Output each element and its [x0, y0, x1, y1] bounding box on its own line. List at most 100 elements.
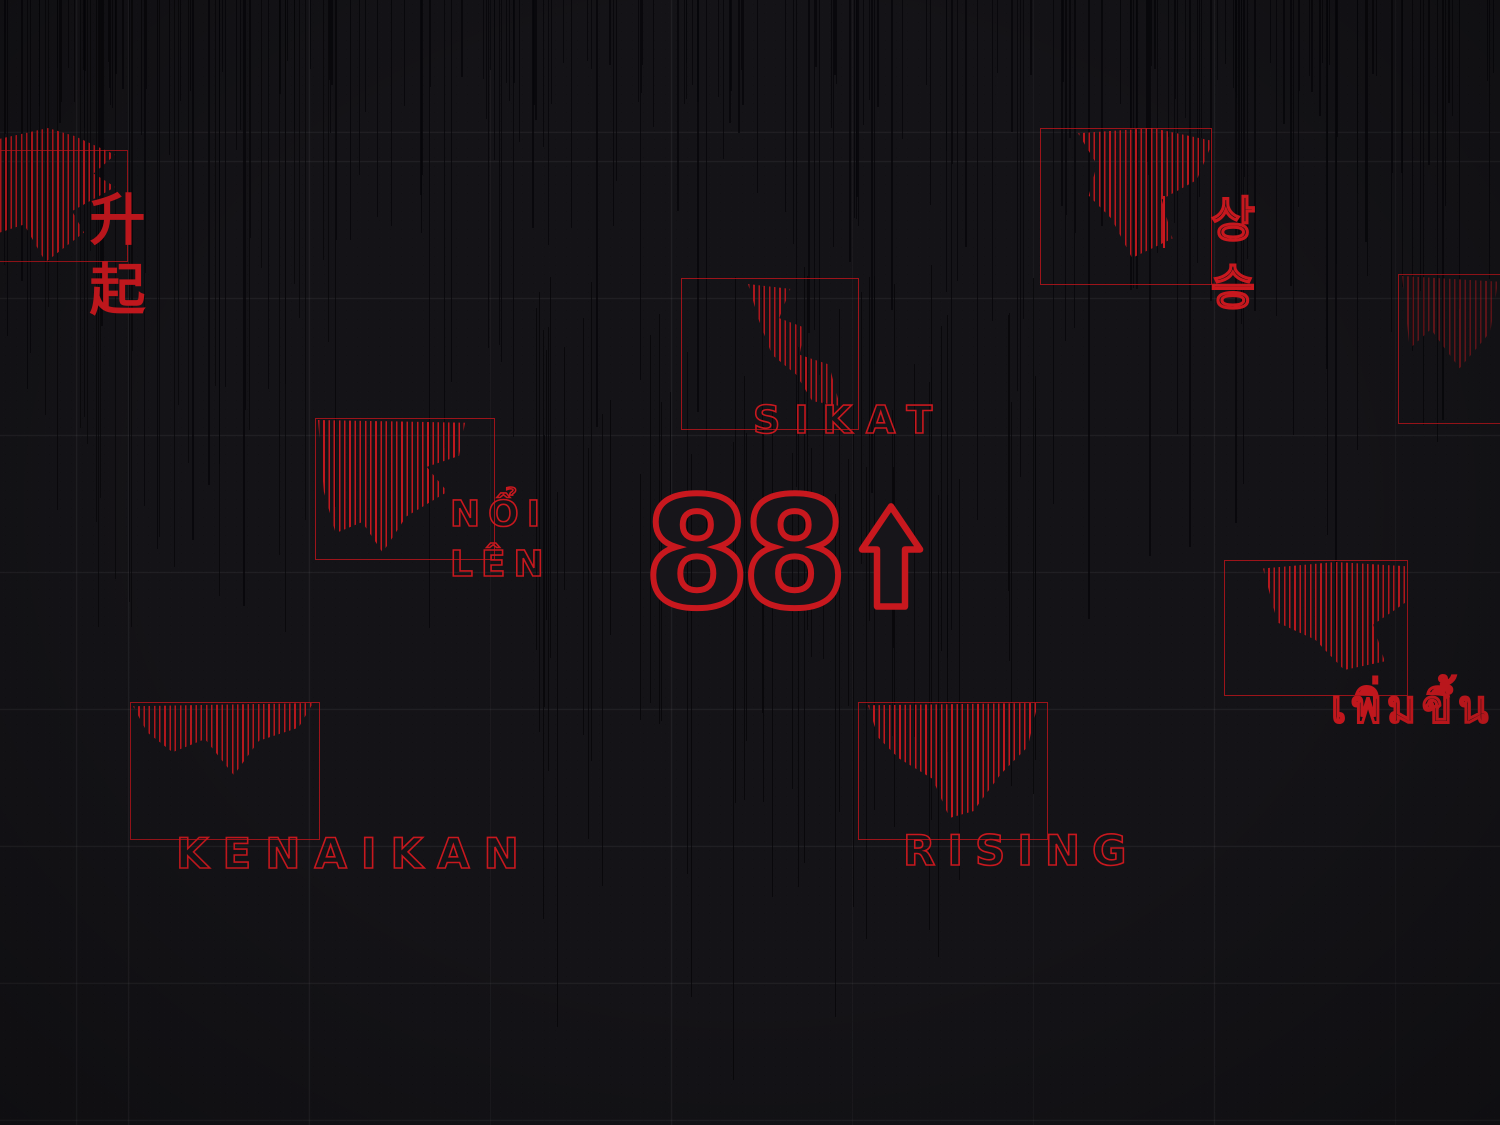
streak-line — [335, 0, 337, 240]
streak-line — [717, 0, 719, 97]
streak-line — [586, 0, 588, 61]
streak-line — [358, 0, 360, 175]
streak-line — [79, 0, 81, 428]
streak-line — [1297, 0, 1299, 207]
streak-line — [488, 0, 490, 348]
streak-line — [608, 0, 611, 65]
streak-line — [822, 402, 824, 659]
streak-line — [965, 0, 968, 247]
label-indonesian: KENAIKAN — [175, 828, 533, 879]
streak-line — [483, 0, 485, 79]
streak-line — [609, 400, 611, 635]
streak-line — [741, 0, 744, 105]
streak-line — [330, 0, 332, 133]
streak-line — [641, 0, 643, 93]
streak-line — [819, 0, 821, 375]
streak-line — [1173, 0, 1175, 223]
streak-line — [1376, 0, 1378, 76]
streak-line — [1441, 0, 1444, 420]
streak-line — [1149, 0, 1152, 556]
streak-line — [930, 0, 932, 205]
streak-line — [1292, 0, 1294, 435]
streak-line — [1233, 0, 1234, 88]
streak-line — [115, 0, 118, 74]
streak-line — [518, 0, 520, 142]
streak-line — [1017, 0, 1019, 391]
streak-line — [498, 0, 500, 345]
red-cell-box-bottomcenter — [858, 702, 1048, 840]
streak-line — [419, 0, 422, 195]
streak-line — [570, 0, 572, 228]
streak-line — [869, 277, 871, 621]
streak-line — [740, 0, 742, 70]
streak-line — [732, 442, 734, 1080]
streak-line — [830, 0, 832, 128]
streak-line — [1357, 0, 1358, 193]
streak-line — [145, 0, 147, 89]
streak-line — [376, 0, 378, 217]
streak-line — [4, 0, 6, 265]
streak-line — [114, 0, 116, 579]
streak-line — [1174, 0, 1176, 99]
streak-line — [1253, 0, 1256, 311]
streak-line — [684, 0, 685, 104]
label-thai: เพิ่มขึ้น — [1330, 681, 1495, 734]
streak-line — [513, 0, 516, 83]
streak-line — [1445, 0, 1447, 206]
streak-line — [331, 0, 334, 85]
streak-line — [509, 0, 511, 101]
streak-line — [298, 0, 300, 318]
streak-line — [1487, 0, 1489, 81]
streak-line — [834, 0, 836, 75]
streak-line — [128, 0, 130, 602]
streak-line — [612, 0, 614, 226]
streak-line — [811, 448, 813, 657]
streak-line — [601, 414, 603, 886]
streak-line — [1074, 0, 1076, 328]
streak-line — [535, 308, 537, 650]
label-chinese: 升起 — [80, 190, 145, 330]
brand-number: 88 — [641, 465, 850, 642]
streak-line — [945, 0, 947, 151]
streak-line — [122, 0, 125, 89]
streak-line — [428, 0, 430, 628]
streak-line — [103, 0, 105, 277]
streak-line — [1428, 0, 1431, 165]
streak-line — [190, 0, 192, 91]
streak-line — [1064, 0, 1066, 341]
streak-line — [792, 453, 794, 789]
streak-line — [1327, 0, 1329, 535]
streak-line — [130, 0, 132, 627]
streak-line — [174, 0, 176, 567]
red-cell-box-center — [681, 278, 859, 430]
streak-line — [1119, 0, 1121, 104]
streak-line — [1065, 0, 1067, 215]
streak-line — [723, 0, 725, 159]
streak-line — [267, 0, 269, 389]
streak-line — [640, 474, 642, 720]
streak-line — [814, 0, 816, 330]
streak-line — [873, 0, 875, 364]
streak-line — [56, 0, 58, 510]
streak-line — [556, 492, 558, 1027]
streak-line — [563, 0, 565, 63]
streak-line — [642, 0, 643, 65]
streak-line — [547, 327, 549, 771]
streak-line — [451, 0, 453, 382]
streak-line — [390, 0, 392, 226]
streak-line — [1010, 0, 1013, 132]
streak-line — [1188, 0, 1191, 547]
streak-line — [219, 0, 221, 388]
streak-line — [429, 0, 431, 87]
streak-line — [1088, 0, 1091, 619]
streak-line — [1243, 0, 1245, 177]
streak-line — [583, 318, 585, 735]
streak-line — [544, 435, 546, 707]
streak-line — [951, 0, 953, 164]
streak-line — [1030, 0, 1033, 75]
streak-line — [653, 0, 655, 127]
streak-line — [737, 0, 740, 133]
streak-line — [239, 0, 241, 130]
streak-line — [1068, 0, 1071, 138]
